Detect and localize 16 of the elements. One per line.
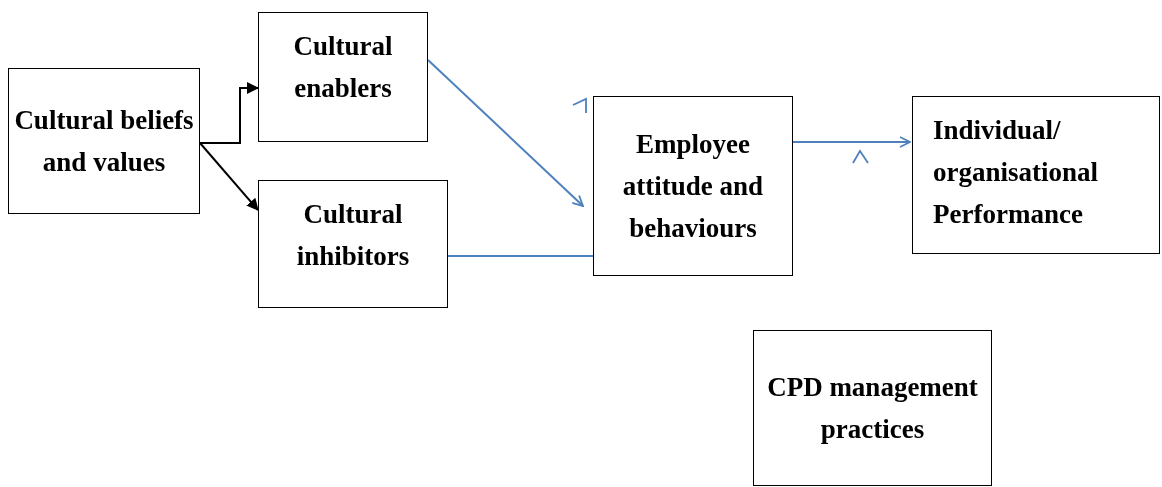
box-label: Cultural enablers [292, 30, 394, 105]
process-box [593, 96, 793, 276]
process-box [258, 12, 428, 142]
arrow [792, 136, 911, 148]
process-box [8, 68, 200, 214]
box-label: Cultural beliefs and values [13, 104, 195, 179]
arrow [199, 82, 259, 144]
box-label: Individual/ organisational Performance [933, 114, 1100, 231]
box-label: CPD management practices [766, 371, 979, 446]
box-label: Employee attitude and behaviours [621, 128, 765, 245]
process-box [912, 96, 1160, 254]
process-box [753, 330, 992, 486]
box-label: Cultural inhibitors [295, 198, 411, 273]
process-box [258, 180, 448, 308]
arrow [199, 142, 259, 211]
arrow [427, 59, 584, 207]
